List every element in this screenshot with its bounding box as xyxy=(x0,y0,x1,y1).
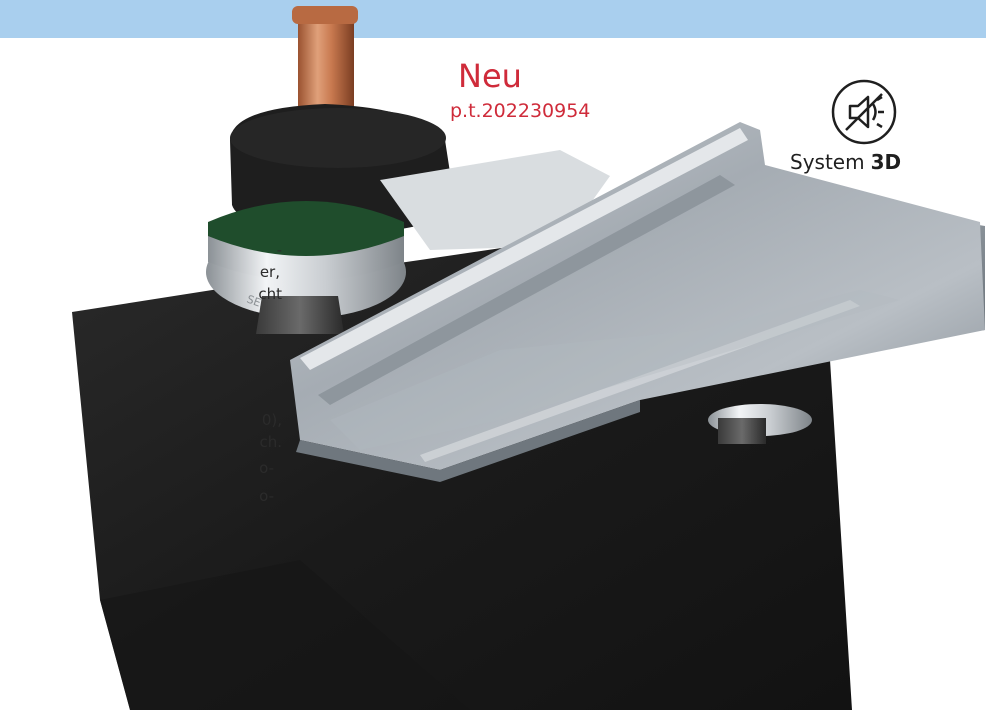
top-banner xyxy=(0,0,986,38)
text-fragment-7: o- xyxy=(259,487,274,505)
speaker-muted-icon xyxy=(831,79,897,145)
system-mode: 3D xyxy=(870,150,902,174)
system-word: System xyxy=(790,150,865,174)
text-fragment-3: cht xyxy=(258,285,282,303)
new-label: Neu xyxy=(458,57,522,95)
patent-number: p.t.202230954 xyxy=(450,100,591,122)
text-fragment-4: 0), xyxy=(261,411,282,429)
text-fragment-2: er, xyxy=(259,263,280,281)
text-fragment-5: ch. xyxy=(259,433,282,451)
text-fragment-1: - xyxy=(276,241,282,259)
text-fragment-6: o- xyxy=(259,459,274,477)
